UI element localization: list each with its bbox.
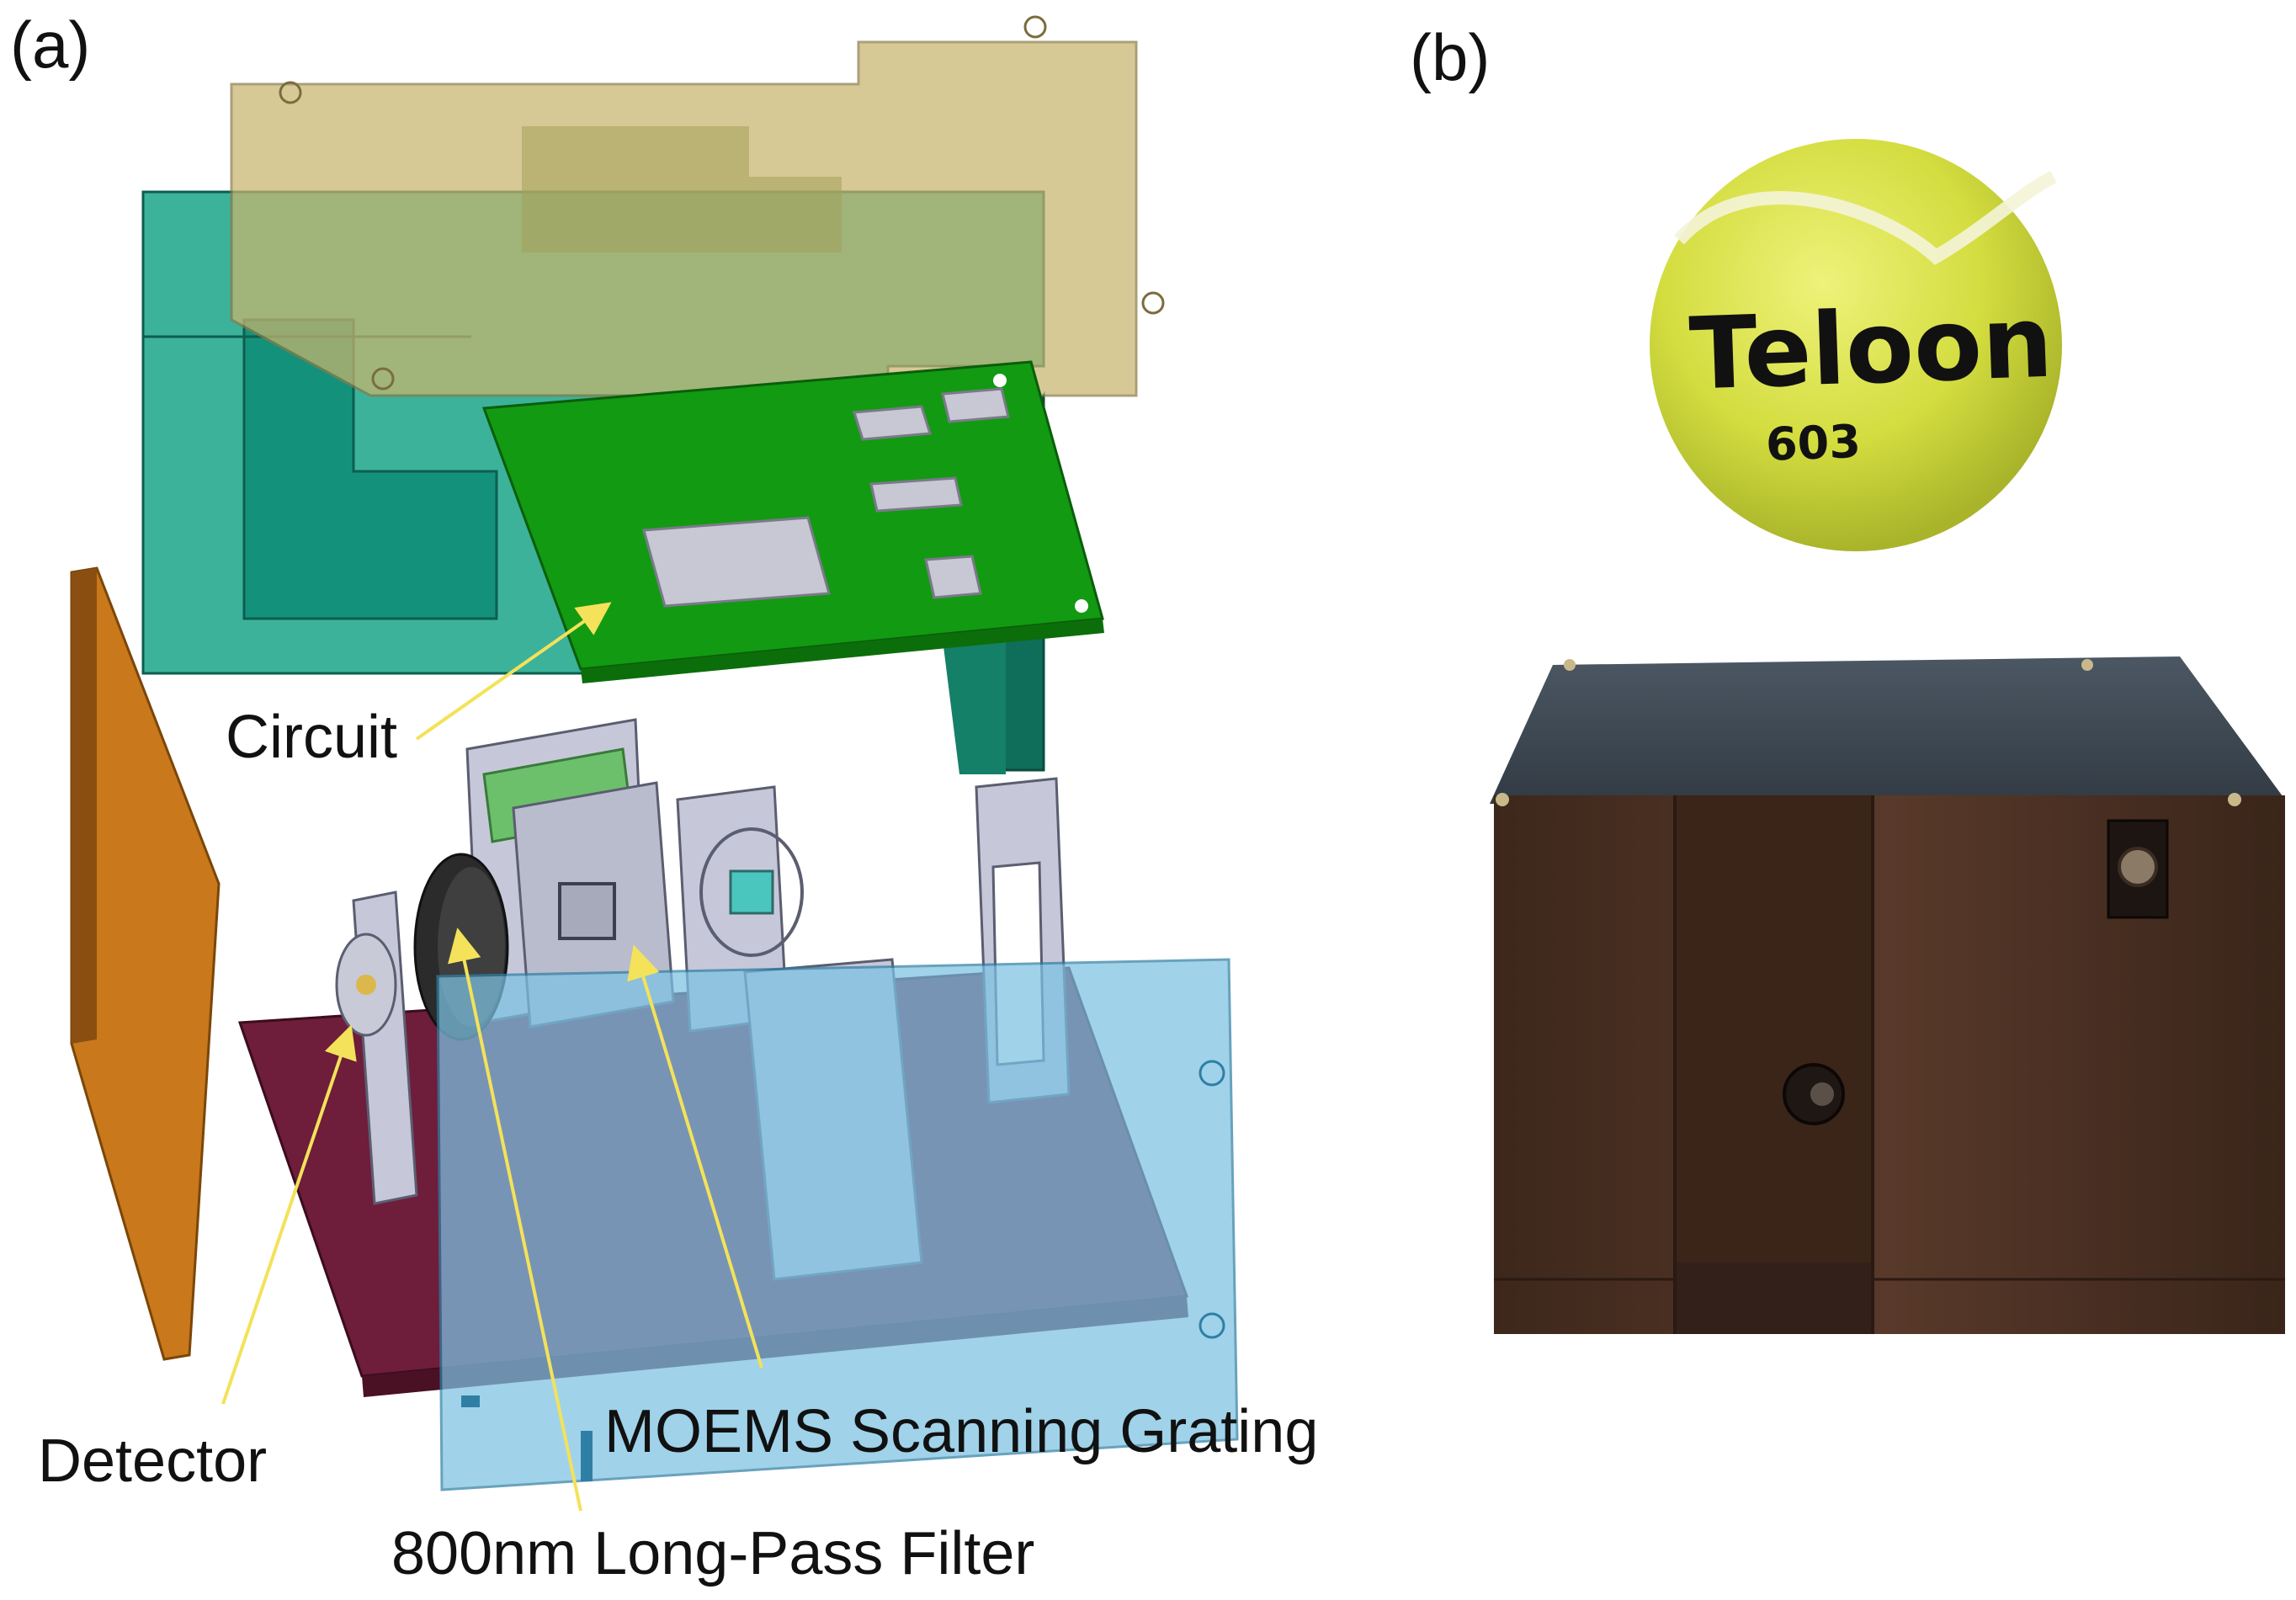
callout-circuit: Circuit xyxy=(226,704,397,771)
ball-model: 603 xyxy=(1765,415,1862,471)
front-panel xyxy=(436,958,1239,1491)
panel-a: (a) xyxy=(10,8,1318,1587)
circuit-board xyxy=(481,360,1104,683)
panel-a-label: (a) xyxy=(10,8,90,82)
device-photo xyxy=(1490,656,2285,1334)
callout-filter: 800nm Long-Pass Filter xyxy=(391,1520,1034,1587)
callout-grating: MOEMS Scanning Grating xyxy=(604,1398,1318,1465)
panel-b-label: (b) xyxy=(1410,20,1490,94)
tennis-ball: Teloon 603 xyxy=(1650,139,2062,551)
callout-arrows xyxy=(221,602,763,1512)
panel-b: (b) Teloon 603 xyxy=(1410,20,2285,1334)
callout-detector: Detector xyxy=(38,1427,267,1495)
ball-brand: Teloon xyxy=(1687,284,2054,412)
top-lid xyxy=(230,15,1165,397)
